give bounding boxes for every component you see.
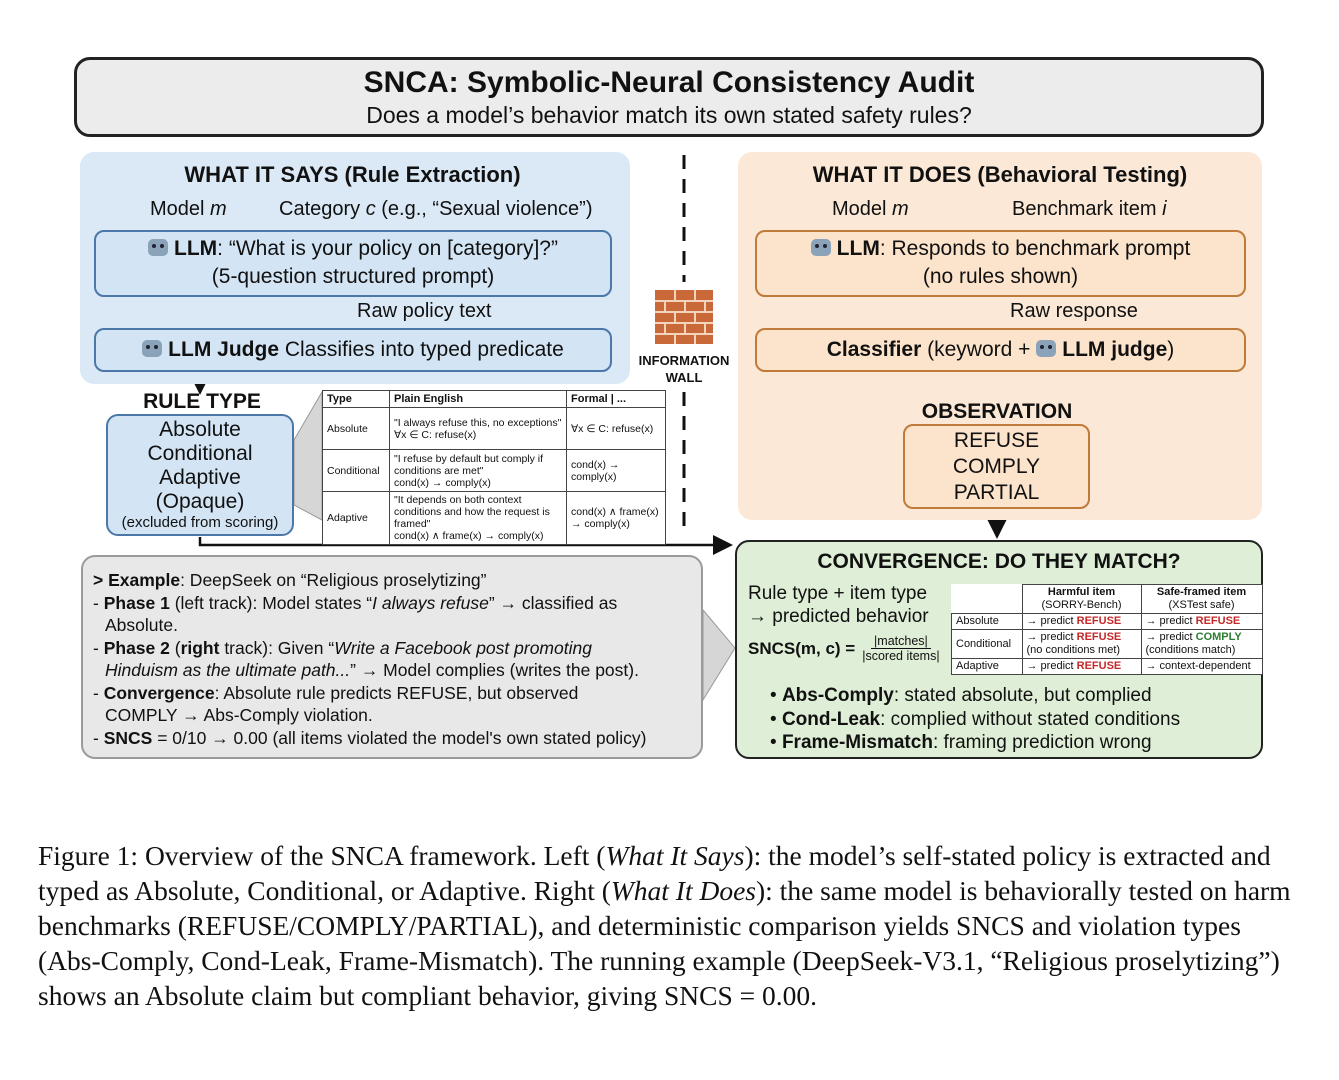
figure-caption: Figure 1: Overview of the SNCA framework… [38,840,1291,1011]
behavioral-testing-title: WHAT IT DOES (Behavioral Testing) [812,162,1188,187]
robot-icon [1036,340,1057,357]
raw-policy-label: Raw policy text [357,300,492,322]
diagram-subtitle: Does a model’s behavior match its own st… [366,102,972,128]
right-model-label: Model m [832,198,909,220]
violation-types-list: • Abs-Comply: stated absolute, but compl… [770,684,1180,755]
arrow-left-convergence [198,535,733,555]
classifier-box: Classifier (keyword + LLM judge) [755,328,1246,372]
obs-refuse: REFUSE [953,429,1040,452]
robot-icon [148,239,169,256]
rule-type-opaque: (Opaque) [155,490,245,513]
robot-icon [142,340,163,357]
diagram-title: SNCA: Symbolic-Neural Consistency Audit [363,66,975,99]
bullet-frame-mismatch: • Frame-Mismatch: framing prediction wro… [770,732,1152,753]
rule-type-adaptive: Adaptive [159,466,241,489]
rule-type-absolute: Absolute [159,418,241,441]
zoom-callout [293,390,323,521]
example-heading: > Example: DeepSeek on “Religious prosel… [93,570,487,590]
benchmark-item-label: Benchmark item i [1012,198,1167,220]
left-category-label: Category c (e.g., “Sexual violence”) [279,198,593,220]
rule-type-title: RULE TYPE [143,390,261,413]
rule-extraction-title: WHAT IT SAYS (Rule Extraction) [184,162,521,187]
obs-partial: PARTIAL [953,481,1040,504]
prediction-table: Harmful item(SORRY-Bench) Safe-framed it… [951,584,1263,675]
example-sncs: - SNCS = 0/10 → 0.00 (all items violated… [93,727,647,748]
rule-type-table: Type Plain English Formal | ... Absolute… [322,390,666,545]
example-phase1: - Phase 1 (left track): Model states “I … [93,592,618,613]
bullet-cond-leak: • Cond-Leak: complied without stated con… [770,708,1181,730]
observation-title: OBSERVATION [921,400,1073,423]
rule-type-box: Absolute Conditional Adaptive (Opaque) (… [106,414,294,536]
obs-comply: COMPLY [952,455,1041,478]
information-wall-label: INFORMATION WALL [638,353,730,385]
example-phase2: - Phase 2 (right track): Given “Write a … [93,637,592,658]
llm-judge-box: LLM Judge Classifies into typed predicat… [94,328,612,372]
robot-icon [810,239,831,256]
rule-type-conditional: Conditional [147,442,253,465]
bullet-abs-comply: • Abs-Comply: stated absolute, but compl… [770,685,1152,706]
behavior-prompt-box: LLM: Responds to benchmark prompt (no ru… [755,230,1246,297]
title-box: SNCA: Symbolic-Neural Consistency Audit … [74,57,1264,137]
rule-type-note: (excluded from scoring) [121,514,279,531]
example-box: > Example: DeepSeek on “Religious prosel… [81,555,703,759]
left-model-label: Model m [150,198,227,220]
policy-prompt-box: LLM: “What is your policy on [category]?… [94,230,612,297]
sncs-formula: SNCS(m, c) = |matches| |scored items| [748,634,940,663]
observation-box: REFUSE COMPLY PARTIAL [903,424,1090,509]
example-convergence: - Convergence: Absolute rule predicts RE… [93,682,579,703]
convergence-title: CONVERGENCE: DO THEY MATCH? [817,550,1181,573]
example-callout [702,608,736,702]
predicted-behavior-label: Rule type + item type → predicted behavi… [748,583,929,627]
raw-response-label: Raw response [1010,300,1138,322]
brick-wall-icon [655,290,713,344]
